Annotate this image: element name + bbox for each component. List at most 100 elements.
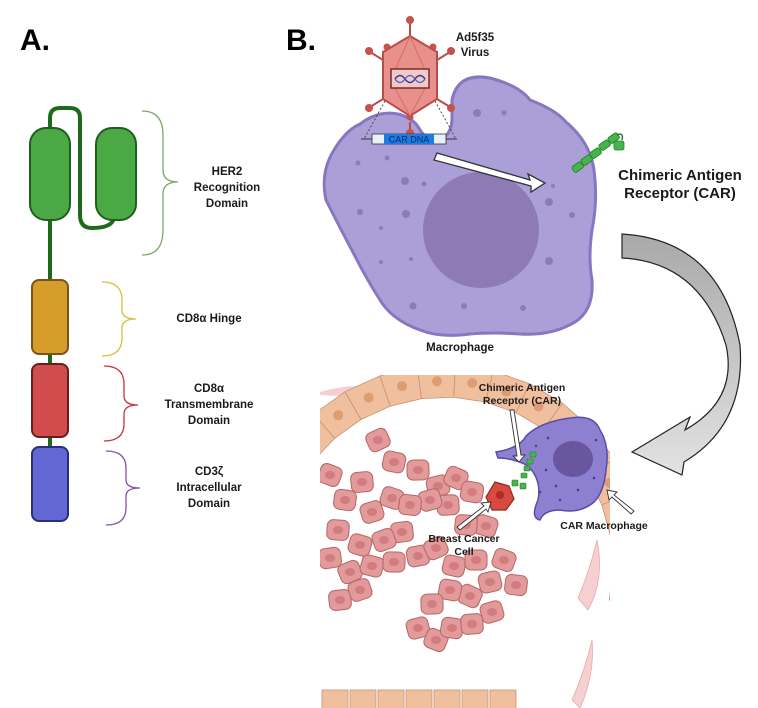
- svg-text:Intracellular: Intracellular: [176, 482, 242, 494]
- tumor-cell: [439, 616, 465, 640]
- svg-text:Chimeric Antigen: Chimeric Antigen: [479, 382, 566, 394]
- svg-text:CD8α: CD8α: [194, 383, 224, 395]
- tumor-cell: [371, 528, 397, 552]
- svg-text:HER2: HER2: [212, 166, 243, 178]
- svg-text:Receptor (CAR): Receptor (CAR): [483, 395, 561, 407]
- tumor-cell: [365, 427, 391, 453]
- car-label-small: Chimeric Antigen Receptor (CAR): [479, 382, 566, 407]
- breast-tissue-scene: [253, 375, 633, 708]
- epithelial-cell: [489, 689, 517, 708]
- her2-recognition-domain-shape: [29, 127, 137, 221]
- svg-text:CD3ζ: CD3ζ: [195, 466, 224, 478]
- epithelial-nucleus: [623, 546, 633, 556]
- svg-text:Domain: Domain: [188, 415, 230, 427]
- svg-text:Ad5f35: Ad5f35: [456, 32, 495, 44]
- epithelial-cell: [453, 375, 493, 403]
- hinge-label: CD8α Hinge: [176, 313, 241, 325]
- epithelial-cell: [601, 501, 610, 536]
- panel-b-label: B.: [286, 24, 316, 57]
- tumor-cell: [405, 616, 431, 640]
- epithelial-cell: [433, 689, 461, 708]
- epithelial-cell: [608, 590, 610, 601]
- tumor-cell: [479, 600, 505, 624]
- epithelial-nucleus: [431, 376, 442, 387]
- car-dna-label: CAR DNA: [389, 135, 430, 145]
- tumor-cell: [504, 573, 528, 597]
- panel-b: B.: [253, 16, 742, 708]
- svg-text:Breast Cancer: Breast Cancer: [428, 533, 499, 545]
- tumor-cell: [464, 549, 488, 571]
- svg-text:Domain: Domain: [206, 198, 248, 210]
- epithelial-cell: [461, 689, 489, 708]
- car-pointer-arrow: [509, 409, 526, 463]
- tumor-cell: [491, 548, 517, 572]
- epithelial-nucleus: [269, 493, 279, 503]
- her2-label: HER2 Recognition Domain: [194, 166, 260, 210]
- car-macrophage-pointer-arrow: [606, 489, 635, 515]
- tumor-cell: [350, 471, 374, 493]
- tumor-cell: [477, 570, 503, 594]
- cancer-cell-pointer-arrow: [456, 501, 492, 531]
- macrophage-label: Macrophage: [426, 342, 494, 354]
- virus-genome-box: [390, 68, 430, 89]
- svg-text:Recognition: Recognition: [194, 182, 260, 194]
- epithelial-cell: [405, 689, 433, 708]
- epithelial-cell: [267, 442, 313, 489]
- tumor-cell: [320, 546, 343, 570]
- tumor-cell: [320, 462, 343, 488]
- epithelial-cell: [377, 689, 405, 708]
- curved-transition-arrow: [621, 233, 742, 476]
- epithelial-nucleus: [533, 401, 544, 412]
- tumor-cell: [441, 554, 467, 578]
- panel-a: A. HER2 Recognition Domain: [20, 24, 260, 526]
- macrophage-cell: [322, 75, 598, 337]
- tumor-cell: [406, 459, 430, 481]
- tumor-cell: [423, 535, 449, 561]
- epithelial-nucleus: [363, 392, 374, 403]
- intracellular-label: CD3ζ Intracellular Domain: [176, 466, 242, 510]
- tumor-cell-cluster: [320, 427, 528, 653]
- svg-text:Receptor (CAR): Receptor (CAR): [624, 185, 736, 202]
- tumor-cell: [457, 583, 483, 609]
- tumor-cell: [359, 500, 385, 524]
- tumor-cell: [417, 488, 443, 512]
- car-macrophage-label: CAR Macrophage: [560, 520, 648, 532]
- epithelial-nucleus: [333, 410, 344, 421]
- transmembrane-label: CD8α Transmembrane Domain: [165, 383, 254, 427]
- tumor-cell: [405, 544, 431, 568]
- tumor-cell: [381, 450, 407, 474]
- svg-text:Domain: Domain: [188, 498, 230, 510]
- epithelial-nucleus: [623, 581, 633, 591]
- epithelial-nucleus: [285, 461, 295, 471]
- cytoplasm-granules: [355, 109, 575, 311]
- intracellular-bracket: [105, 450, 141, 526]
- cd8a-transmembrane-shape: [31, 363, 69, 438]
- epithelial-cell: [320, 420, 336, 455]
- tumor-cell: [420, 593, 444, 615]
- tumor-cell: [328, 588, 352, 612]
- epithelial-nucleus: [307, 433, 317, 443]
- tumor-cell: [359, 554, 385, 578]
- epithelial-nucleus: [259, 526, 269, 536]
- dna-helix-icon: [394, 74, 426, 84]
- tumor-cell: [459, 480, 485, 504]
- macrophage-nucleus: [423, 172, 539, 288]
- dna-delivery-arrow: [433, 152, 547, 194]
- car-receptor-icon: [571, 132, 625, 173]
- breast-cancer-cell-label: Breast Cancer Cell: [428, 533, 499, 558]
- car-receptor-binding-icon: [511, 451, 537, 490]
- car-label: Chimeric Antigen Receptor (CAR): [618, 167, 742, 202]
- tumor-cell: [460, 613, 484, 635]
- epithelial-nucleus: [501, 386, 512, 397]
- ad5f35-virus-icon: [363, 16, 457, 140]
- epithelial-nucleus: [604, 477, 610, 488]
- epithelial-nucleus: [397, 381, 408, 392]
- car-dna-construct: CAR DNA: [361, 133, 457, 145]
- her2-bracket: [141, 110, 179, 256]
- car-macrophage-cell: [495, 416, 608, 521]
- transmembrane-bracket: [103, 365, 139, 442]
- virus-label: Ad5f35 Virus: [456, 32, 495, 59]
- epithelial-cell: [253, 474, 296, 518]
- cd3z-intracellular-shape: [31, 446, 69, 522]
